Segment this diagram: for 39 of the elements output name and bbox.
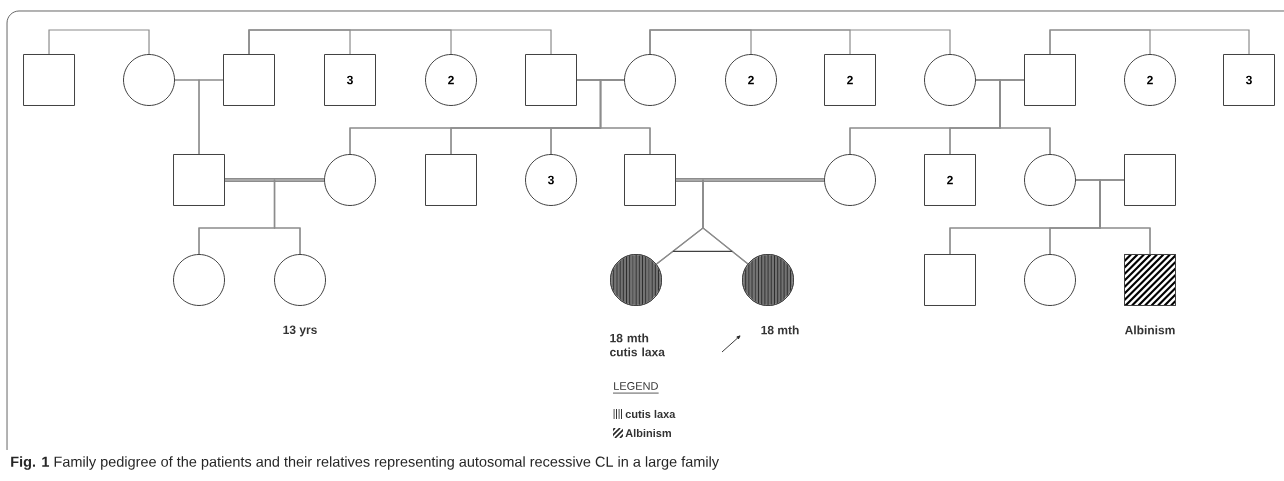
square — [425, 154, 477, 206]
connector — [273, 179, 325, 255]
person-caption: 18 mth — [761, 325, 799, 335]
square — [525, 54, 577, 106]
circle — [123, 54, 175, 106]
square — [624, 154, 676, 206]
legend-text: Albinism — [625, 428, 671, 438]
square: 3 — [324, 54, 376, 106]
connector — [198, 79, 224, 155]
square — [1024, 54, 1076, 106]
connector — [649, 29, 951, 55]
legend-text: cutis laxa — [625, 409, 676, 419]
square — [924, 254, 976, 306]
square: 2 — [924, 154, 976, 206]
square: 3 — [1223, 54, 1275, 106]
square — [223, 54, 275, 106]
circle — [624, 54, 676, 106]
circle — [824, 154, 876, 206]
square — [23, 54, 75, 106]
person-caption: Albinism — [1124, 325, 1175, 335]
connector — [248, 29, 552, 55]
connector — [1099, 179, 1151, 255]
circle — [324, 154, 376, 206]
square — [1124, 154, 1176, 206]
connector — [599, 79, 651, 155]
legend-heading: LEGEND — [612, 382, 660, 394]
square: 2 — [824, 54, 876, 106]
connector — [999, 79, 1051, 155]
person-caption: 18 mth cutis laxa — [610, 333, 665, 357]
circle — [1024, 154, 1076, 206]
connector — [702, 179, 825, 265]
circle — [1024, 254, 1076, 306]
square — [173, 154, 225, 206]
connector — [1049, 29, 1250, 55]
circle — [173, 254, 225, 306]
circle — [924, 54, 976, 106]
connector — [48, 29, 150, 55]
person-caption: 13 yrs — [283, 325, 317, 337]
figure-caption: Fig. 1 Family pedigree of the patients and their relatives representing autosomal recessive CL in a large family — [11, 456, 719, 470]
